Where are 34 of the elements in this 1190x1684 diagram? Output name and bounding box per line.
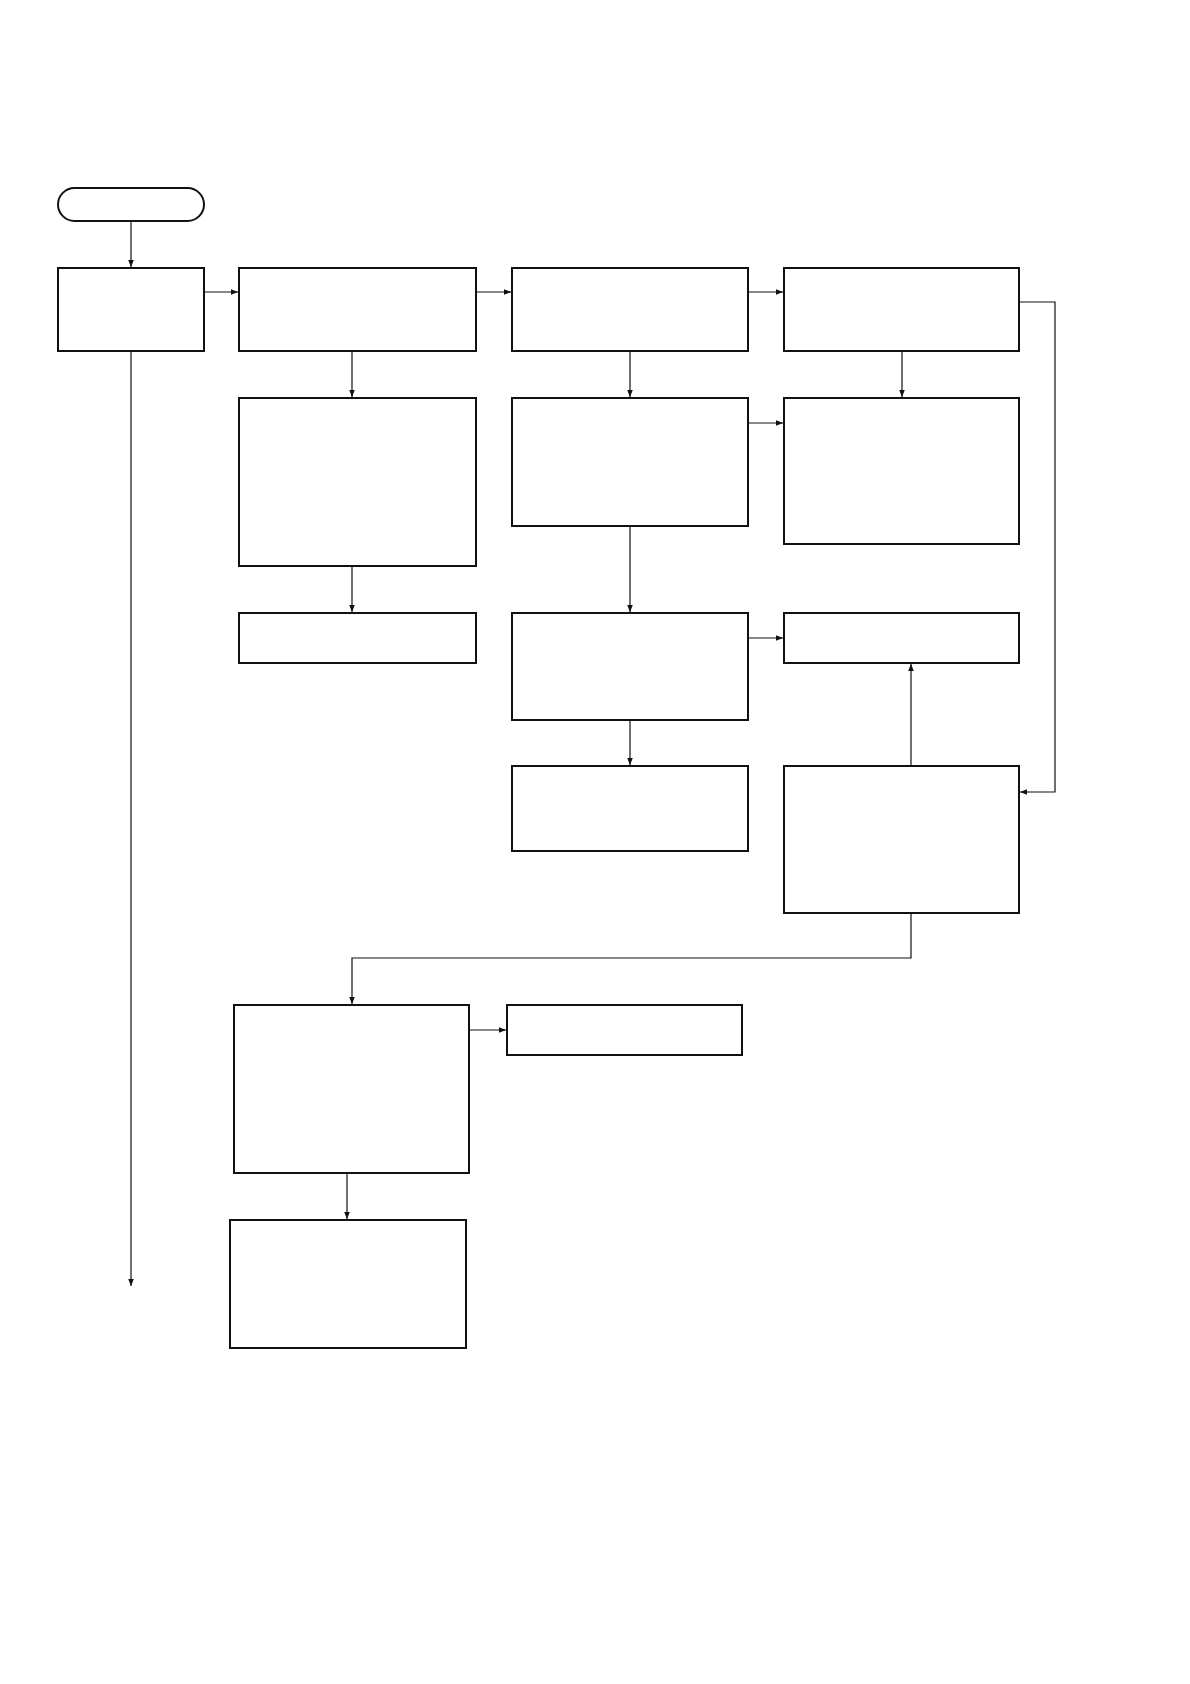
arrow (469, 1027, 507, 1033)
process-box (511, 765, 749, 852)
process-box (238, 612, 477, 664)
arrow (748, 420, 784, 426)
process-box (238, 397, 477, 567)
arrow (748, 289, 784, 295)
terminator-pill (57, 187, 205, 222)
arrow (349, 351, 355, 398)
process-box (238, 267, 477, 352)
arrow (627, 526, 633, 613)
arrow (627, 720, 633, 766)
process-box (57, 267, 205, 352)
process-box (783, 267, 1020, 352)
arrow (1019, 301, 1056, 795)
arrow (349, 913, 912, 1005)
arrow (476, 289, 512, 295)
process-box (783, 397, 1020, 545)
arrow (204, 289, 239, 295)
arrow (908, 663, 914, 766)
process-box (511, 612, 749, 721)
arrow (349, 566, 355, 613)
arrow (344, 1173, 350, 1220)
process-box (506, 1004, 743, 1056)
arrow (748, 635, 784, 641)
process-box (229, 1219, 467, 1349)
process-box (783, 765, 1020, 914)
process-box (783, 612, 1020, 664)
process-box (511, 267, 749, 352)
process-box (511, 397, 749, 527)
process-box (233, 1004, 470, 1174)
arrow (128, 221, 134, 268)
arrow (128, 351, 134, 1287)
arrow (899, 351, 905, 398)
arrow (627, 351, 633, 398)
